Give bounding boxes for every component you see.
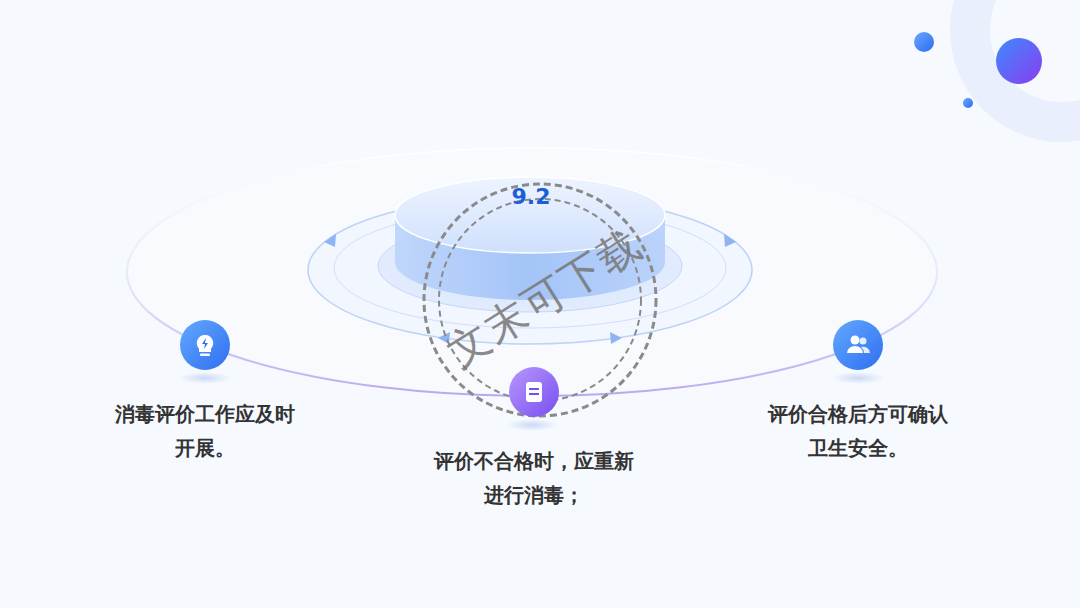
- step-text: 评价合格后方可确认卫生安全。: [765, 397, 951, 465]
- center-disc: 9.2: [508, 183, 555, 211]
- step-item: 消毒评价工作应及时开展。: [112, 319, 298, 465]
- step-item: 评价合格后方可确认卫生安全。: [765, 319, 951, 465]
- step-text: 消毒评价工作应及时开展。: [112, 397, 298, 465]
- watermark: 文末可下载: [437, 216, 653, 380]
- step-text: 评价不合格时，应重新进行消毒；: [431, 444, 637, 512]
- icon-circle: [508, 366, 560, 418]
- section-number: 9.2: [508, 183, 555, 211]
- step-item: 评价不合格时，应重新进行消毒；: [431, 366, 637, 512]
- icon-circle: [179, 319, 231, 371]
- icon-circle: [832, 319, 884, 371]
